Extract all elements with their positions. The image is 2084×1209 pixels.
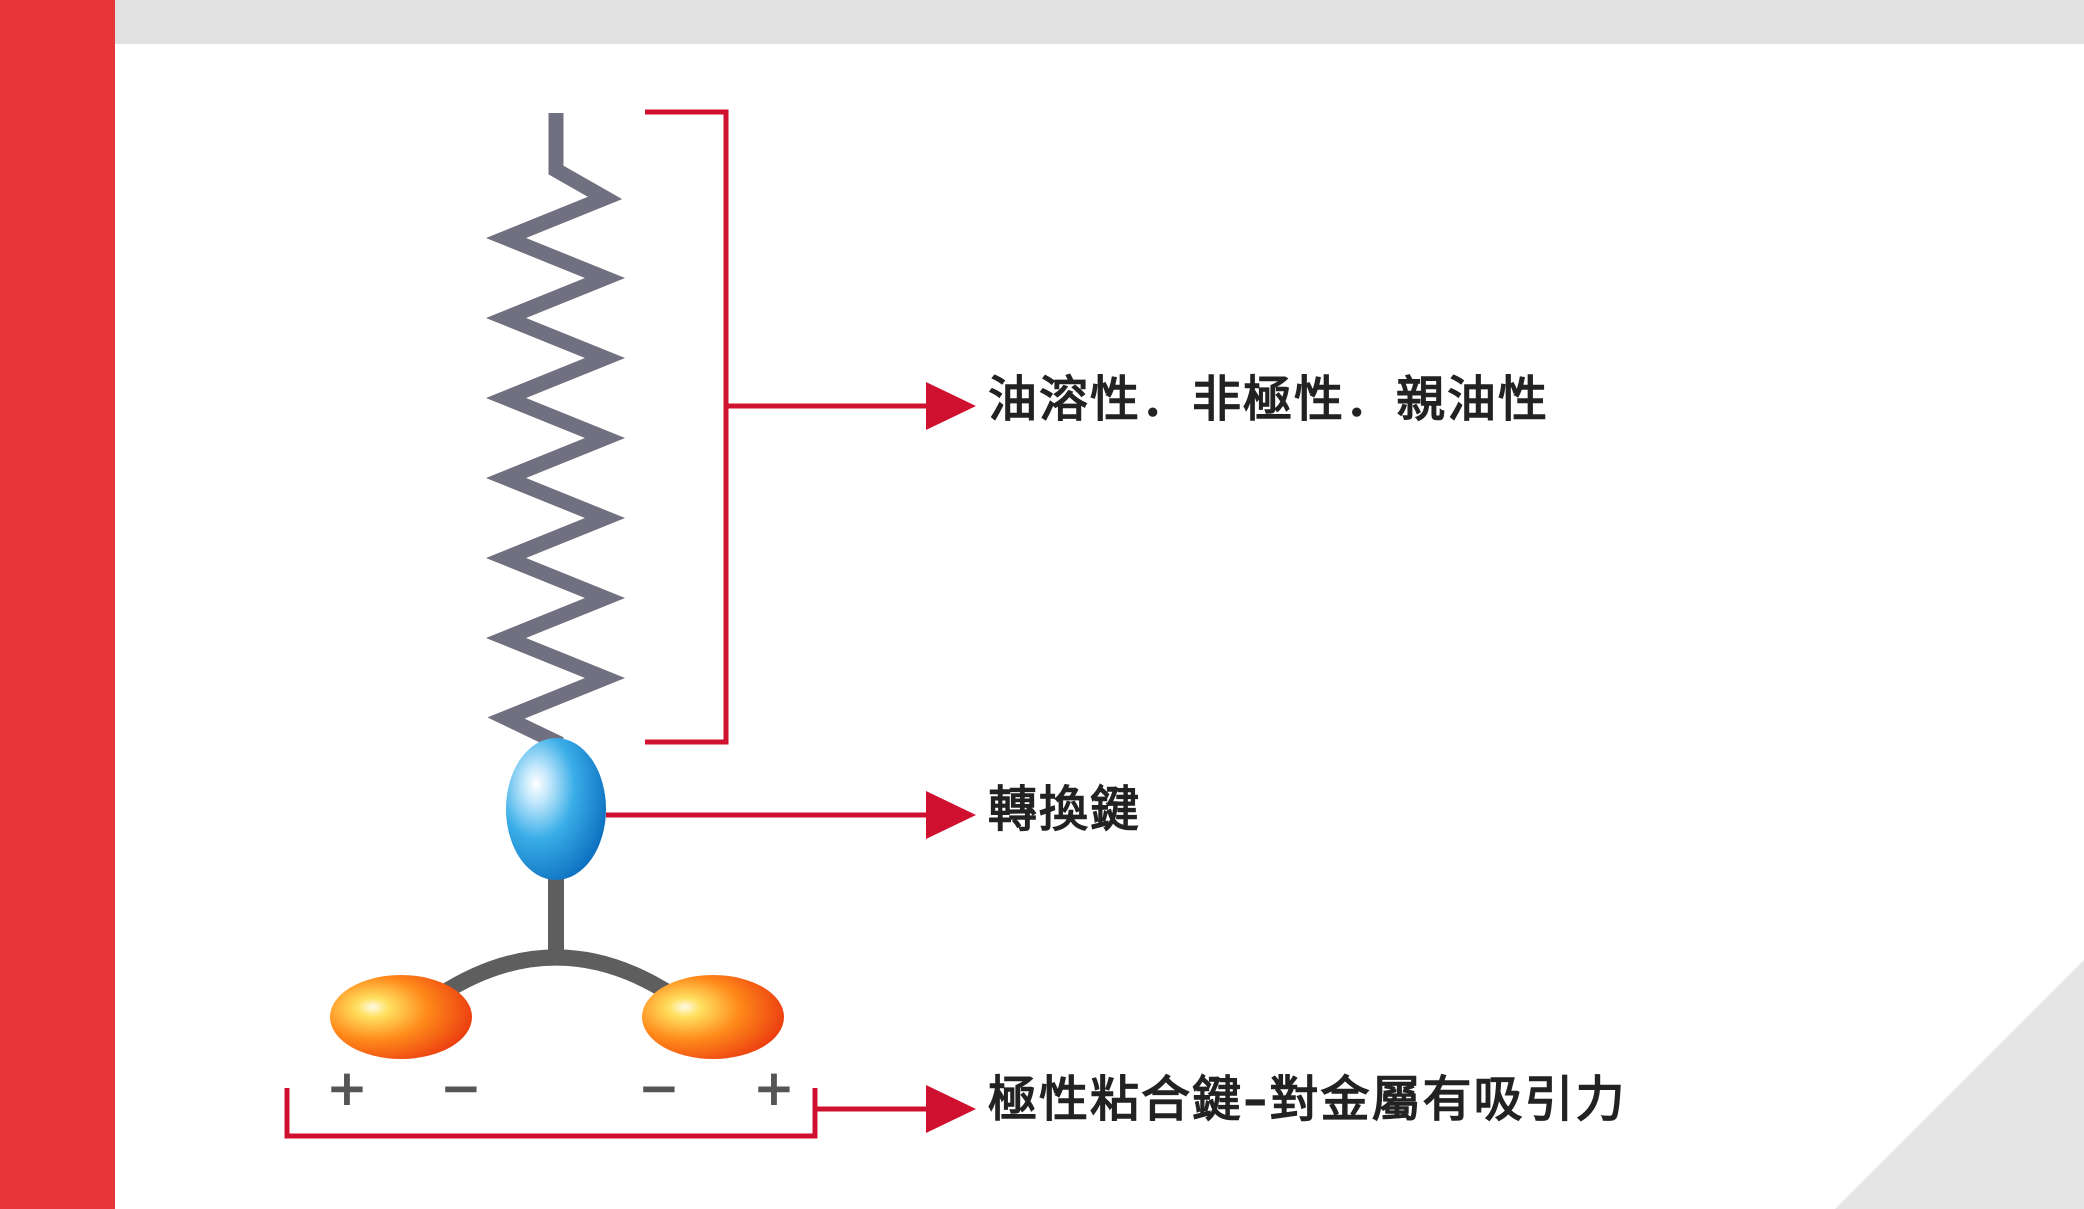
tail-arrow-icon (926, 382, 976, 430)
polar-head-left (330, 975, 472, 1059)
tail-label: 油溶性．非極性．親油性 (988, 371, 1550, 428)
hydrocarbon-chain (485, 113, 626, 749)
head-arc (435, 949, 677, 1002)
head-arrow-icon (926, 1085, 976, 1133)
linker-arrow-icon (926, 791, 976, 839)
left-accent-bar (0, 0, 115, 1209)
head-label: 極性粘合鍵–對金屬有吸引力 (988, 1071, 1627, 1128)
top-band (115, 0, 2084, 44)
head-bracket (284, 1088, 818, 1139)
corner-triangle (1835, 960, 2084, 1209)
charge-left-plus: + (326, 1059, 368, 1117)
tail-bracket (645, 109, 729, 745)
linker-bond (506, 738, 606, 880)
charge-right-minus: − (638, 1059, 680, 1117)
charge-left-minus: − (440, 1059, 482, 1117)
linker-label: 轉換鍵 (988, 781, 1142, 838)
polar-head-right (642, 975, 784, 1059)
charge-right-plus: + (753, 1059, 795, 1117)
